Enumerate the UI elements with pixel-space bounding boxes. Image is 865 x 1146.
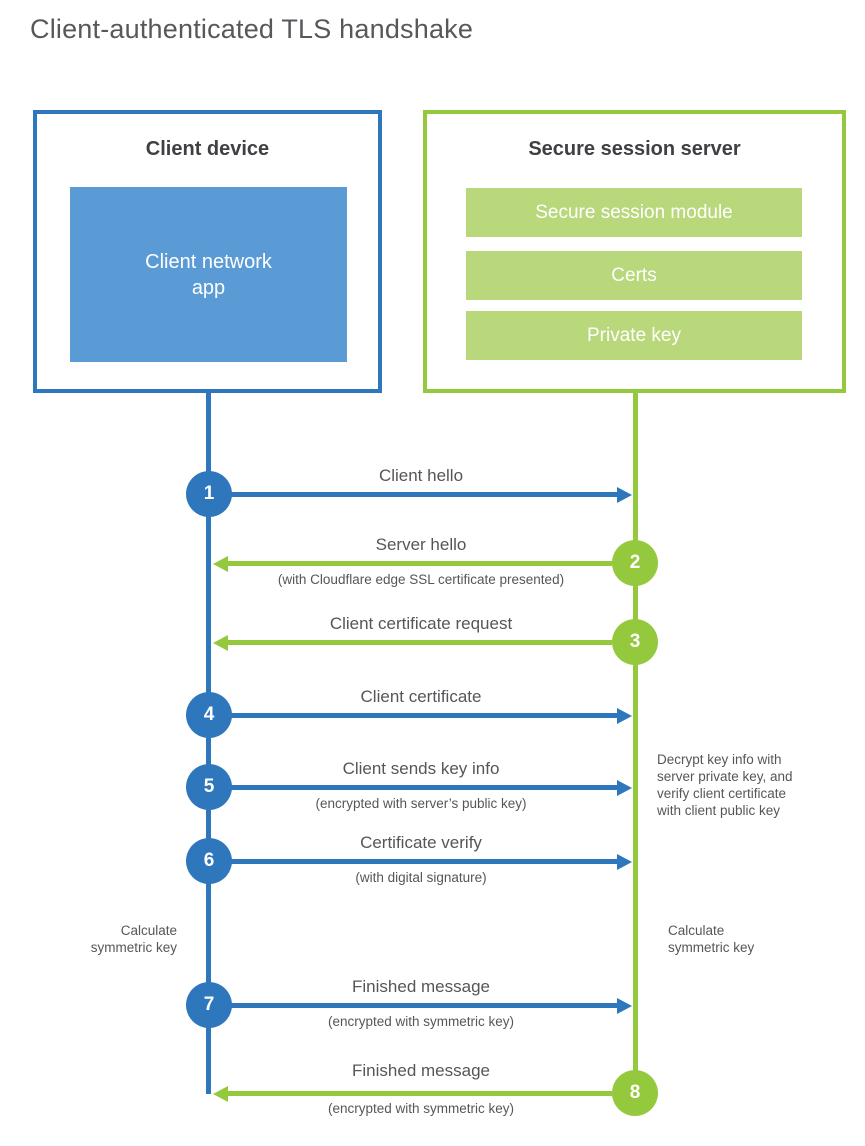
module-bar-certs: Certs	[466, 251, 802, 300]
step-1-arrowhead-right-icon	[617, 487, 632, 503]
step-3-label: Client certificate request	[329, 614, 513, 633]
module-bar-private-key: Private key	[466, 311, 802, 360]
step-2-label: Server hello	[375, 535, 467, 554]
step-5-number-badge: 5	[186, 764, 232, 810]
step-7-label: Finished message	[352, 977, 490, 996]
diagram-title: Client-authenticated TLS handshake	[30, 14, 474, 44]
server-lifeline	[633, 391, 638, 1093]
client-lifeline	[206, 391, 211, 1094]
step-4-arrowhead-right-icon	[617, 708, 632, 724]
step-6-sublabel: (with digital signature)	[355, 870, 487, 885]
step-2-arrowhead-left-icon	[213, 556, 228, 572]
step-3-number-badge: 3	[612, 619, 658, 665]
step-8-label: Finished message	[352, 1061, 490, 1080]
decrypt-key-info-note: Decrypt key info with server private key…	[657, 752, 793, 818]
step-2-sublabel: (with Cloudflare edge SSL certificate pr…	[277, 572, 565, 587]
step-8-arrowhead-left-icon	[213, 1086, 228, 1102]
step-4-label: Client certificate	[360, 687, 482, 706]
step-6-arrowhead-right-icon	[617, 854, 632, 870]
step-4-number-badge: 4	[186, 692, 232, 738]
step-1-arrow-shaft	[230, 492, 617, 497]
step-2-arrow-shaft	[228, 561, 612, 566]
step-6-label: Certificate verify	[360, 833, 482, 852]
client-device-heading: Client device	[145, 138, 270, 160]
step-1-label: Client hello	[378, 466, 464, 485]
step-7-arrowhead-right-icon	[617, 998, 632, 1014]
calculate-symmetric-key-client-note: Calculate symmetric key	[90, 923, 177, 955]
step-1-number-badge: 1	[186, 471, 232, 517]
step-4-arrow-shaft	[230, 713, 617, 718]
calculate-symmetric-key-server-note: Calculate symmetric key	[668, 923, 755, 955]
step-5-arrowhead-right-icon	[617, 780, 632, 796]
module-bar-secure-session-module: Secure session module	[466, 188, 802, 237]
step-5-arrow-shaft	[230, 785, 617, 790]
step-8-sublabel: (encrypted with symmetric key)	[327, 1101, 515, 1116]
client-network-app-box: Client network app	[70, 187, 347, 362]
step-5-sublabel: (encrypted with server’s public key)	[315, 796, 527, 811]
step-8-number-badge: 8	[612, 1070, 658, 1116]
secure-session-server-heading: Secure session server	[528, 138, 741, 160]
step-7-number-badge: 7	[186, 982, 232, 1028]
step-8-arrow-shaft	[228, 1091, 612, 1096]
step-7-arrow-shaft	[230, 1003, 617, 1008]
step-5-label: Client sends key info	[342, 759, 500, 778]
step-3-arrowhead-left-icon	[213, 635, 228, 651]
step-2-number-badge: 2	[612, 540, 658, 586]
step-6-arrow-shaft	[230, 859, 617, 864]
step-7-sublabel: (encrypted with symmetric key)	[327, 1014, 515, 1029]
step-6-number-badge: 6	[186, 838, 232, 884]
step-3-arrow-shaft	[228, 640, 612, 645]
